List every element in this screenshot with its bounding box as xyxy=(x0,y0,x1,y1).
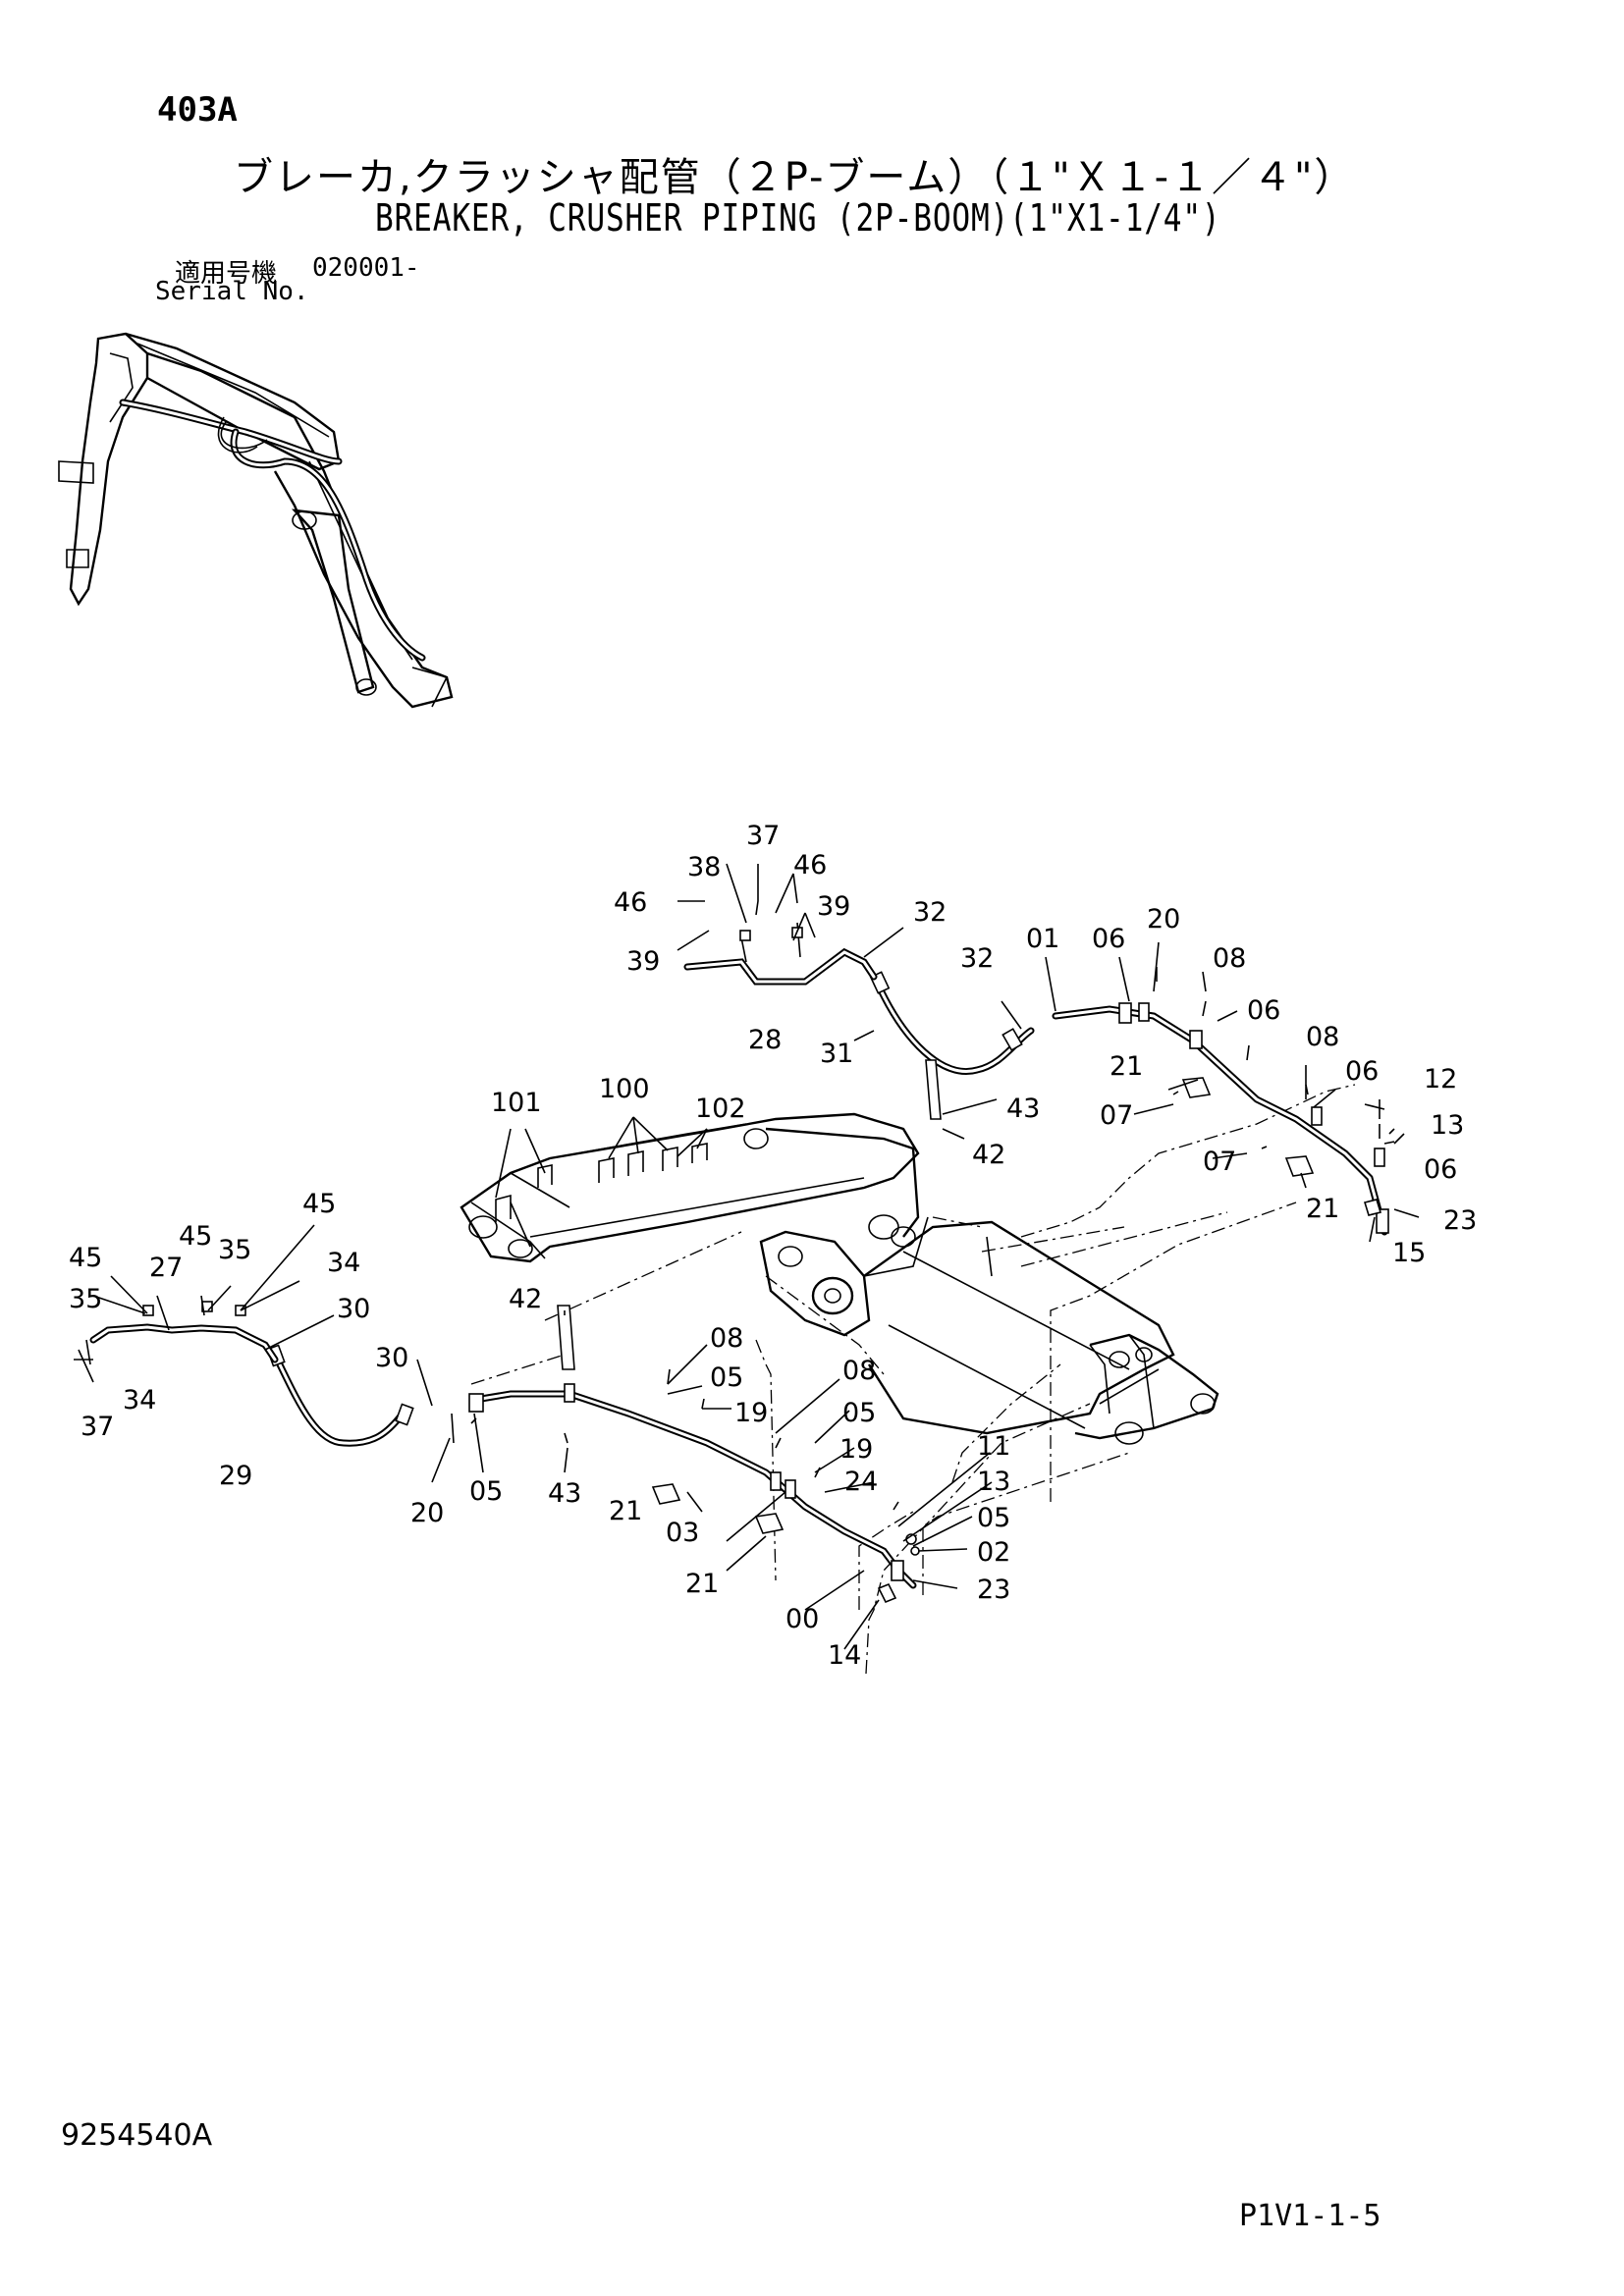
callout-06-b: 06 xyxy=(1247,995,1280,1026)
callout-06-d: 06 xyxy=(1424,1154,1457,1185)
title-japanese: ブレーカ,クラッシャ配管（２P-ブーム）（１"Ｘ１-１／４"） xyxy=(234,155,1356,200)
pipe-03 xyxy=(468,1383,917,1589)
callout-38: 38 xyxy=(687,852,721,882)
callout-29: 29 xyxy=(219,1461,252,1491)
callout-07-b: 07 xyxy=(1203,1147,1236,1177)
callout-39-left: 39 xyxy=(626,946,660,977)
callout-00: 00 xyxy=(785,1604,819,1634)
callout-02: 02 xyxy=(977,1537,1010,1568)
callout-07-a: 07 xyxy=(1100,1100,1133,1131)
serial-label-japanese: 適用号機 xyxy=(175,259,278,289)
callout-46-top: 46 xyxy=(793,850,827,881)
callout-101: 101 xyxy=(491,1088,542,1118)
serial-number-value: 020001- xyxy=(312,253,420,283)
page-reference: P1V1-1-5 xyxy=(1239,2199,1381,2233)
callout-27: 27 xyxy=(149,1253,183,1283)
callout-08-b: 08 xyxy=(1306,1022,1339,1052)
pipe-28 xyxy=(683,922,878,986)
callout-34-left: 34 xyxy=(123,1385,156,1415)
callout-11: 11 xyxy=(977,1431,1010,1462)
callout-13-a: 13 xyxy=(1431,1110,1464,1141)
callout-15: 15 xyxy=(1392,1238,1426,1268)
callout-05-a: 05 xyxy=(710,1362,743,1393)
callout-06-a: 06 xyxy=(1092,924,1125,954)
callout-06-c: 06 xyxy=(1345,1056,1379,1087)
hose-31 xyxy=(869,971,1035,1075)
page-code: 403A xyxy=(157,90,238,130)
callout-19-b: 19 xyxy=(839,1434,873,1465)
callout-46-left: 46 xyxy=(614,887,647,918)
callout-08-c: 08 xyxy=(710,1323,743,1354)
callout-45-right: 45 xyxy=(302,1189,336,1219)
title-english: BREAKER, CRUSHER PIPING (2P-BOOM)(1"X1-1… xyxy=(375,196,1221,240)
pipe-01 xyxy=(1052,1002,1389,1236)
callout-21-a: 21 xyxy=(1110,1051,1143,1082)
callout-20-top: 20 xyxy=(1147,904,1180,934)
callout-43-bottom: 43 xyxy=(548,1478,581,1509)
callout-05-b: 05 xyxy=(842,1398,876,1428)
callout-37-top: 37 xyxy=(746,821,780,851)
callout-21-c: 21 xyxy=(609,1496,642,1526)
boom-body xyxy=(460,1112,1219,1445)
callout-102: 102 xyxy=(695,1094,746,1124)
callout-34-right: 34 xyxy=(327,1248,360,1278)
callout-37-left: 37 xyxy=(81,1412,114,1442)
callout-08-d: 08 xyxy=(842,1356,876,1386)
clamp-parts xyxy=(74,967,1395,1604)
callout-35-left: 35 xyxy=(69,1284,102,1314)
callout-32-top: 32 xyxy=(913,897,947,928)
callout-19-a: 19 xyxy=(734,1398,768,1428)
callout-30-b: 30 xyxy=(375,1343,408,1373)
callout-05-c: 05 xyxy=(469,1476,503,1507)
callout-12: 12 xyxy=(1424,1064,1457,1095)
callout-01: 01 xyxy=(1026,924,1059,954)
callout-21-d: 21 xyxy=(685,1569,719,1599)
leader-dashed-lines xyxy=(470,1084,1356,1675)
callout-24: 24 xyxy=(844,1467,878,1497)
callout-30-a: 30 xyxy=(337,1294,370,1324)
callout-31: 31 xyxy=(820,1039,853,1069)
callout-32-mid: 32 xyxy=(960,943,994,974)
callout-42-left: 42 xyxy=(509,1284,542,1314)
callout-leaders xyxy=(78,863,1420,1650)
pipe-27 xyxy=(89,1301,279,1363)
callout-05-d: 05 xyxy=(977,1503,1010,1533)
callout-23-b: 23 xyxy=(977,1575,1010,1605)
callout-20-left: 20 xyxy=(410,1498,444,1528)
callout-03: 03 xyxy=(666,1518,699,1548)
callout-23-a: 23 xyxy=(1443,1205,1477,1236)
callout-35-right: 35 xyxy=(218,1235,251,1265)
callout-28: 28 xyxy=(748,1025,782,1055)
callout-14: 14 xyxy=(828,1640,861,1671)
callout-42-top: 42 xyxy=(972,1140,1005,1170)
callout-43-top: 43 xyxy=(1006,1094,1040,1124)
callout-08-a: 08 xyxy=(1213,943,1246,974)
callout-45-mid: 45 xyxy=(179,1221,212,1252)
document-number: 9254540A xyxy=(61,2118,213,2153)
callout-numbers: 37 38 46 46 39 39 32 32 01 06 20 08 06 2… xyxy=(69,821,1477,1671)
callout-13-b: 13 xyxy=(977,1467,1010,1497)
callout-39-right: 39 xyxy=(817,891,850,922)
serial-label-english: Serial No. xyxy=(155,277,309,306)
overview-boom-drawing xyxy=(58,332,454,709)
callout-100: 100 xyxy=(599,1074,650,1104)
callout-21-b: 21 xyxy=(1306,1194,1339,1224)
callout-45-left: 45 xyxy=(69,1243,102,1273)
